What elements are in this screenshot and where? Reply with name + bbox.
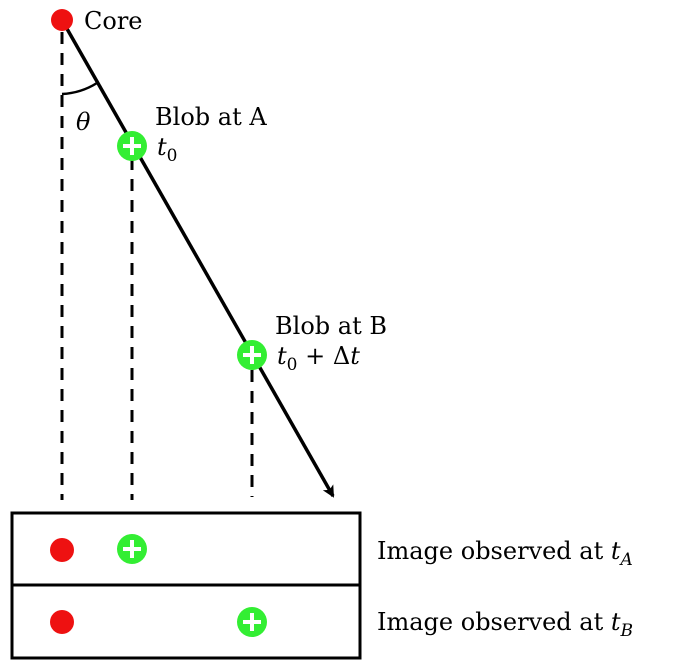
blob-a-label: Blob at A	[155, 103, 267, 131]
blob-a-time-label: t0	[157, 133, 177, 166]
blob-b-time-label: t0 + Δt	[277, 342, 360, 375]
angle-label: θ	[76, 108, 91, 136]
core-dot	[51, 9, 73, 31]
image-b-blob-marker	[237, 607, 267, 637]
image-b-caption: Image observed at tB	[377, 608, 633, 641]
blob-b-label: Blob at B	[275, 312, 387, 340]
image-b-core-dot	[50, 610, 74, 634]
core-label: Core	[84, 7, 143, 35]
blob-b-marker	[237, 340, 267, 370]
image-a-blob-marker	[117, 534, 147, 564]
blob-a-marker	[117, 131, 147, 161]
jet-direction-arrow	[60, 19, 335, 498]
image-a-core-dot	[50, 538, 74, 562]
angle-arc	[61, 81, 98, 96]
image-a-caption: Image observed at tA	[377, 537, 633, 570]
